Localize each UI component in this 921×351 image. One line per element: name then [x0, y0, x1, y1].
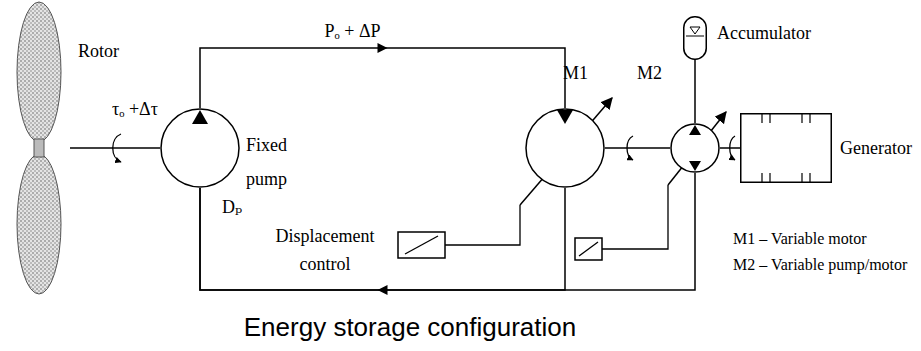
flow-triangle — [689, 161, 701, 171]
legend-note: M2 – Variable pump/motor — [733, 254, 907, 276]
generator-tick — [801, 113, 802, 123]
hydraulic-line — [200, 173, 695, 290]
accumulator-body — [684, 17, 707, 60]
machine-circle — [671, 124, 719, 172]
hydraulic-line — [694, 60, 696, 123]
node-label: Accumulator — [717, 22, 811, 44]
node-label: M1 — [563, 62, 588, 84]
control-wire — [445, 205, 520, 245]
generator-tick — [761, 173, 762, 183]
legend-note: M1 – Variable motor — [733, 228, 866, 250]
pump-motor-circle: M2 — [670, 123, 720, 173]
rotor-node: Rotor — [8, 0, 70, 296]
generator-tick — [769, 113, 770, 123]
flow-arrowhead — [378, 43, 388, 53]
flow-triangle — [192, 110, 208, 124]
hydraulic-line — [200, 48, 565, 108]
node-label: Fixed pump — [246, 128, 300, 196]
variable-arrow — [668, 112, 726, 185]
flow-triangle — [689, 125, 701, 135]
generator-box-outline — [740, 113, 832, 183]
figure-caption: Energy storage configuration — [200, 312, 620, 342]
solenoid-symbol — [398, 232, 445, 258]
hydraulic-line — [70, 147, 160, 149]
level-mark — [690, 27, 700, 34]
hydraulic-line — [605, 147, 670, 149]
control-label: Displacement control — [255, 222, 395, 278]
accumulator-symbol: Accumulator — [683, 16, 707, 60]
line-label: Pₒ + ΔP — [323, 20, 383, 42]
displacement-label: Dₚ — [222, 196, 242, 218]
pump-circle-outline — [160, 108, 240, 188]
rotor-blade — [17, 2, 61, 142]
generator-body — [741, 114, 832, 183]
variable-arrow — [520, 98, 612, 205]
rotor-node-outline — [8, 0, 70, 296]
level-mark — [686, 36, 704, 37]
node-label: M2 — [637, 62, 662, 84]
node-label: Rotor — [78, 40, 119, 62]
pump-motor-circle-outline — [670, 123, 720, 173]
motor-circle-outline — [525, 108, 605, 188]
generator-tick — [769, 173, 770, 183]
flow-triangle — [557, 110, 573, 124]
hydraulic-line — [200, 188, 565, 290]
motor-circle: M1 — [525, 108, 605, 188]
torque-label: τₒ +Δτ — [112, 98, 158, 120]
rotor-hub — [34, 139, 44, 157]
solenoid-symbol — [575, 238, 602, 260]
generator-tick — [761, 113, 762, 123]
solenoid-symbol — [405, 236, 438, 254]
pump-circle: Fixed pump — [160, 108, 240, 188]
accumulator-symbol-outline — [683, 16, 707, 60]
hydraulic-line — [720, 147, 740, 149]
generator-box: Generator — [740, 113, 832, 183]
rotor-blade — [17, 154, 61, 294]
control-wire — [602, 185, 668, 249]
generator-tick — [801, 173, 802, 183]
generator-tick — [809, 173, 810, 183]
machine-circle — [526, 109, 604, 187]
flow-arrowhead — [378, 285, 388, 295]
solenoid-symbol — [579, 242, 598, 256]
node-label: Generator — [840, 137, 912, 159]
generator-tick — [809, 113, 810, 123]
machine-circle — [161, 109, 239, 187]
